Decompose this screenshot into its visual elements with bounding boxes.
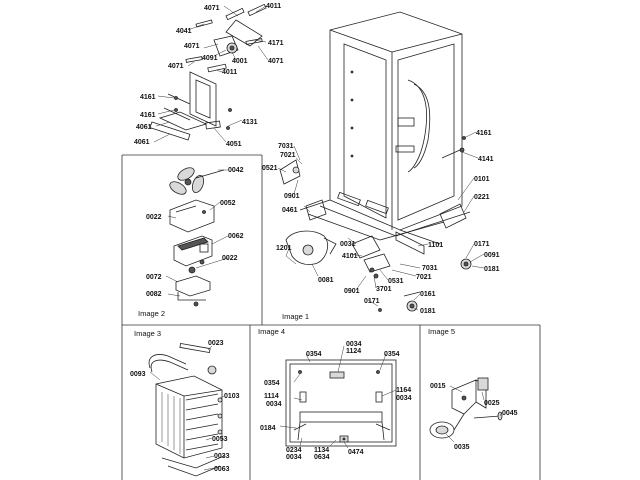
callout-0034: 0034 [286, 454, 302, 461]
callout-0901: 0901 [344, 288, 360, 295]
callout-0062: 0062 [228, 233, 244, 240]
panel-title-image-5: Image 5 [428, 327, 455, 336]
callout-labels: 4071 4011 4041 4171 4071 4091 4001 4071 … [130, 3, 518, 473]
evaporator-panel [285, 359, 397, 447]
callout-1134: 1134 [314, 447, 329, 454]
callout-0081: 0081 [318, 277, 334, 284]
callout-0025: 0025 [484, 400, 500, 407]
fan-motor [429, 377, 503, 439]
panel-title-image-2: Image 2 [138, 309, 165, 318]
callout-0052: 0052 [220, 200, 236, 207]
callout-0234: 0234 [286, 447, 302, 454]
callout-0531: 0531 [388, 278, 404, 285]
callout-4071: 4071 [204, 5, 220, 12]
callout-0181: 0181 [484, 266, 500, 273]
callout-1101: 1101 [428, 242, 443, 249]
callout-0022: 0022 [146, 214, 162, 221]
fan-bracket-assembly [149, 3, 267, 141]
callout-1124: 1124 [346, 348, 361, 355]
callout-0022: 0022 [222, 255, 238, 262]
callout-4071: 4071 [184, 43, 200, 50]
callout-0093: 0093 [130, 371, 146, 378]
callout-0901: 0901 [284, 193, 300, 200]
callout-0354: 0354 [264, 380, 280, 387]
callout-0103: 0103 [224, 393, 240, 400]
callout-1164: 1164 [396, 387, 411, 394]
callout-0072: 0072 [146, 274, 162, 281]
callout-0015: 0015 [430, 383, 446, 390]
fan-motor-assembly [169, 167, 225, 307]
callout-4161: 4161 [140, 112, 156, 119]
callout-0042: 0042 [228, 167, 244, 174]
callout-4071: 4071 [268, 58, 284, 65]
callout-1201: 1201 [276, 245, 292, 252]
callout-4141: 4141 [478, 156, 494, 163]
callout-4171: 4171 [268, 40, 284, 47]
panel-title-image-1: Image 1 [282, 312, 309, 321]
callout-0171: 0171 [474, 241, 490, 248]
panel-title-image-4: Image 4 [258, 327, 285, 336]
callout-0461: 0461 [282, 207, 298, 214]
callout-0521: 0521 [262, 165, 278, 172]
leader-lines [149, 5, 503, 471]
panel-title-image-3: Image 3 [134, 329, 161, 338]
callout-4011: 4011 [266, 3, 281, 10]
callout-4071: 4071 [168, 63, 184, 70]
callout-0034: 0034 [266, 401, 282, 408]
callout-4161: 4161 [476, 130, 492, 137]
callout-4061: 4061 [134, 139, 150, 146]
callout-7021: 7021 [280, 152, 296, 159]
callout-0033: 0033 [214, 453, 230, 460]
callout-7031: 7031 [278, 143, 294, 150]
callout-0091: 0091 [484, 252, 500, 259]
callout-0221: 0221 [474, 194, 490, 201]
callout-0034: 0034 [396, 395, 412, 402]
callout-0354: 0354 [384, 351, 400, 358]
callout-0023: 0023 [208, 340, 224, 347]
cabinet-assembly [279, 11, 472, 312]
condenser-coil [148, 342, 225, 477]
callout-0034: 0034 [346, 341, 362, 348]
callout-0035: 0035 [454, 444, 470, 451]
callout-4061: 4061 [136, 124, 152, 131]
callout-1114: 1114 [264, 393, 279, 400]
panel-frames [121, 154, 541, 480]
callout-0053: 0053 [212, 436, 228, 443]
callout-4001: 4001 [232, 58, 248, 65]
panel-titles: Image 2 Image 1 Image 3 Image 4 Image 5 [134, 309, 455, 338]
callout-0101: 0101 [474, 176, 490, 183]
callout-4051: 4051 [226, 141, 242, 148]
callout-0184: 0184 [260, 425, 276, 432]
callout-4011: 4011 [222, 69, 237, 76]
callout-4091: 4091 [202, 55, 218, 62]
callout-0171: 0171 [364, 298, 380, 305]
callout-4161: 4161 [140, 94, 156, 101]
callout-4041: 4041 [176, 28, 192, 35]
callout-0031: 0031 [340, 241, 356, 248]
callout-0354: 0354 [306, 351, 322, 358]
callout-0474: 0474 [348, 449, 364, 456]
callout-4131: 4131 [242, 119, 258, 126]
callout-0045: 0045 [502, 410, 518, 417]
callout-7031: 7031 [422, 265, 438, 272]
callout-0161: 0161 [420, 291, 436, 298]
callout-7021: 7021 [416, 274, 432, 281]
callout-3701: 3701 [376, 286, 392, 293]
callout-0181: 0181 [420, 308, 436, 315]
callout-4101: 4101 [342, 253, 358, 260]
callout-0634: 0634 [314, 454, 330, 461]
callout-0063: 0063 [214, 466, 230, 473]
callout-0082: 0082 [146, 291, 162, 298]
